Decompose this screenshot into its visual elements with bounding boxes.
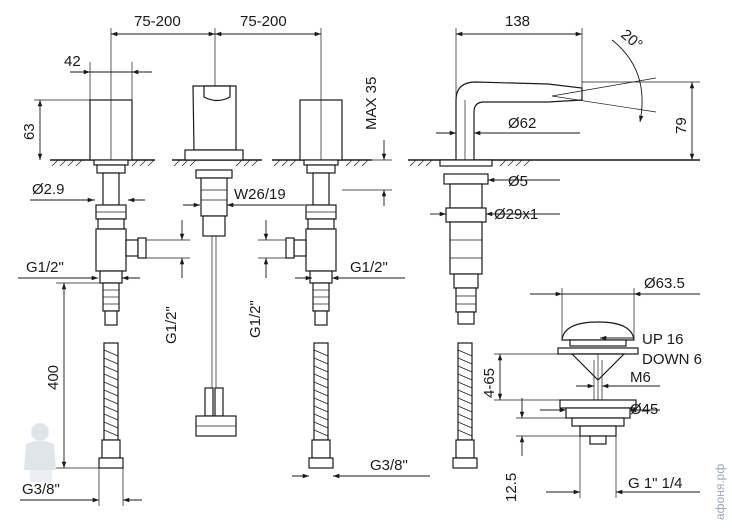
right-valve xyxy=(285,99,343,326)
dim-thread-g12-right: G1/2" xyxy=(350,259,388,276)
dim-diameter-45: Ø45 xyxy=(630,401,658,418)
dim-height-79: 79 xyxy=(673,117,690,134)
dim-waste-63-5: Ø63.5 xyxy=(644,275,685,292)
dim-diameter-29x1: Ø29x1 xyxy=(494,206,538,223)
dim-thread-g12-left: G1/2" xyxy=(26,259,64,276)
dim-thread-g12-vertical-right: G1/2" xyxy=(247,300,264,338)
dim-hose-400: 400 xyxy=(45,365,62,390)
center-spout xyxy=(184,85,244,437)
pop-up-waste xyxy=(557,321,639,445)
dim-m6: M6 xyxy=(630,369,651,386)
countertop-lines xyxy=(50,159,700,167)
dim-wrench: W26/19 xyxy=(234,186,286,203)
dim-diameter-62: Ø62 xyxy=(508,115,536,132)
dim-up-16: UP 16 xyxy=(642,331,683,348)
watermark-logo xyxy=(24,423,56,482)
left-hose xyxy=(98,342,124,469)
dim-height-63: 63 xyxy=(21,123,38,140)
left-valve xyxy=(89,99,147,326)
side-view-spout xyxy=(439,81,583,469)
right-hose xyxy=(308,342,334,469)
dim-g-1-1-4: G 1" 1/4 xyxy=(628,475,683,492)
countertop-hatching xyxy=(51,159,531,167)
dim-diameter-2-9: Ø2.9 xyxy=(32,181,65,198)
watermark-text: афоня.рф xyxy=(713,464,727,520)
dim-range-4-65: 4-65 xyxy=(481,368,498,398)
dim-spread-right: 75-200 xyxy=(240,13,287,30)
dim-h-12-5: 12.5 xyxy=(503,473,520,502)
dim-down-6: DOWN 6 xyxy=(642,351,702,368)
dim-spout-138: 138 xyxy=(505,13,530,30)
dim-thread-g38-right: G3/8" xyxy=(370,457,408,474)
dim-spread-left: 75-200 xyxy=(134,13,181,30)
dim-max-35: MAX 35 xyxy=(363,77,380,130)
dim-diameter-5: Ø5 xyxy=(508,173,528,190)
dim-thread-g38-left: G3/8" xyxy=(22,481,60,498)
dim-width-42: 42 xyxy=(64,53,81,70)
dimension-lines xyxy=(18,28,700,506)
dim-angle-20: 20° xyxy=(617,26,645,54)
dim-thread-g12-vertical: G1/2" xyxy=(163,306,180,344)
